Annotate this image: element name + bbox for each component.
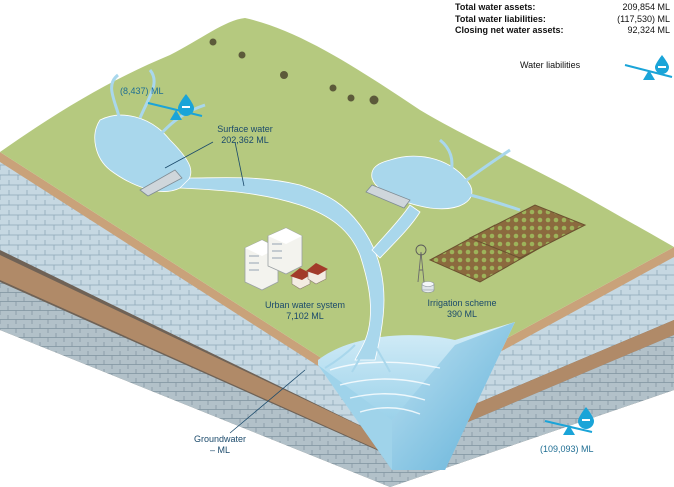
windmill-icon [415,244,427,283]
water-drop-minus-icon [178,94,194,116]
urban-water-title: Urban water system [264,300,346,310]
irrigation-title: Irrigation scheme [427,298,497,308]
groundwater-liability-label: (109,093) ML [540,444,594,454]
groundwater-balance-scale-icon [544,407,594,435]
irrigation-value: 390 ML [446,309,478,319]
summary-row-assets: Total water assets: 209,854 ML [455,2,670,14]
summary-row-net: Closing net water assets: 92,324 ML [455,25,670,37]
summary-row-liabilities: Total water liabilities: (117,530) ML [455,14,670,26]
urban-water-value: 7,102 ML [286,311,324,321]
irrigation-field [428,204,587,283]
dam-wall-icon [139,169,411,209]
tree-icon [209,38,379,105]
house-icon [290,263,328,290]
summary-label: Total water liabilities: [455,13,546,24]
tank-icon [421,281,435,293]
summary-label: Total water assets: [455,2,536,12]
rivers [94,69,521,373]
urban-water-label: Urban water system 7,102 ML [250,300,360,322]
balance-scale-icon [147,102,203,120]
surface-liability-label: (8,437) ML [120,86,164,96]
surface-water-value: 202,362 ML [221,135,269,145]
surface-water-label: Surface water 202,362 ML [200,124,290,146]
left-block-face [0,152,390,487]
summary-value: 209,854 ML [622,2,670,12]
groundwater-value: – ML [209,445,230,455]
water-summary: Total water assets: 209,854 ML Total wat… [455,2,670,37]
legend-liabilities-label: Water liabilities [520,60,581,70]
groundwater-label: Groundwater – ML [180,434,260,456]
surface-water-title: Surface water [217,124,273,134]
legend-balance-scale-icon [624,55,673,80]
groundwater-title: Groundwater [193,434,247,444]
summary-label: Closing net water assets: [455,25,564,35]
building-icon [244,227,303,291]
summary-value: (117,530) ML [617,13,670,24]
irrigation-label: Irrigation scheme 390 ML [412,298,512,320]
leader-lines [164,141,306,434]
summary-value: 92,324 ML [627,25,670,35]
